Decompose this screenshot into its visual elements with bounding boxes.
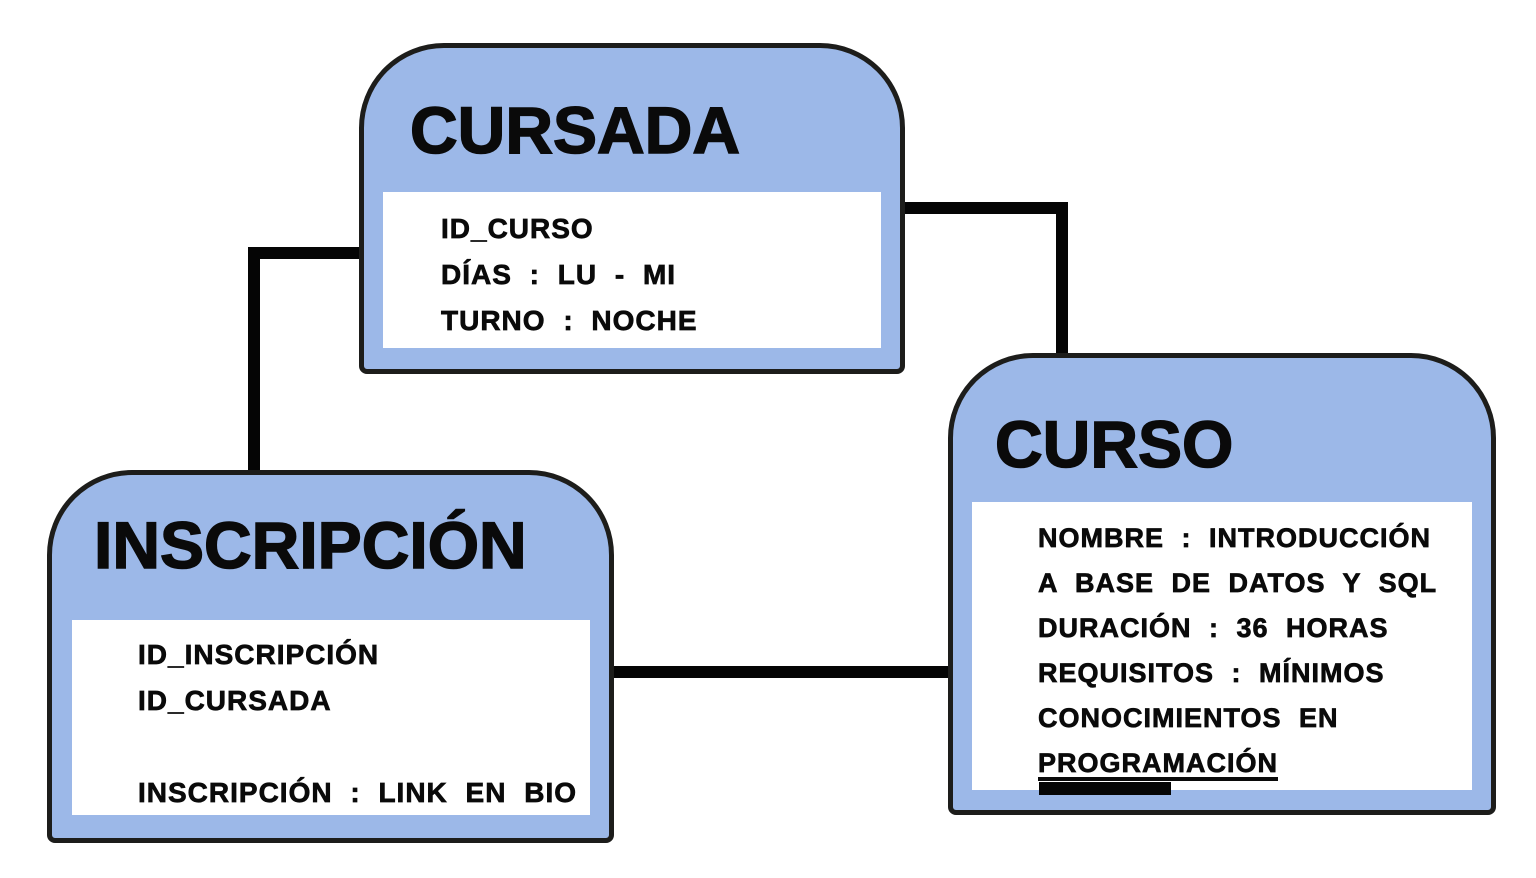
- field-nombre-line2: A BASE DE DATOS Y SQL: [1038, 568, 1438, 599]
- entity-curso-panel: NOMBRE : INTRODUCCIÓN A BASE DE DATOS Y …: [972, 502, 1472, 795]
- entity-cursada-panel: ID_CURSO DÍAS : LU - MI TURNO : NOCHE: [383, 192, 881, 348]
- thick-underline-bar: [1039, 782, 1171, 795]
- field-id-cursada: ID_CURSADA: [138, 685, 332, 717]
- entity-cursada: CURSADA ID_CURSO DÍAS : LU - MI TURNO : …: [359, 43, 905, 374]
- entity-curso-title: CURSO: [994, 406, 1234, 482]
- field-requisitos-line1: REQUISITOS : MÍNIMOS: [1038, 658, 1385, 689]
- entity-curso: CURSO NOMBRE : INTRODUCCIÓN A BASE DE DA…: [948, 353, 1496, 815]
- field-requisitos-line3-underlined: PROGRAMACIÓN: [1038, 748, 1278, 779]
- connector-cursada-inscripcion-horizontal: [248, 247, 364, 259]
- connector-cursada-inscripcion-vertical: [248, 247, 260, 475]
- entity-curso-fields: NOMBRE : INTRODUCCIÓN A BASE DE DATOS Y …: [972, 502, 1472, 795]
- field-id-curso: ID_CURSO: [441, 213, 594, 245]
- field-nombre-line1: NOMBRE : INTRODUCCIÓN: [1038, 523, 1431, 554]
- connector-cursada-curso-horizontal: [898, 202, 1068, 214]
- entity-inscripcion: INSCRIPCIÓN ID_INSCRIPCIÓN ID_CURSADA IN…: [47, 470, 614, 843]
- entity-inscripcion-panel: ID_INSCRIPCIÓN ID_CURSADA INSCRIPCIÓN : …: [72, 620, 590, 815]
- connector-cursada-curso-vertical: [1056, 202, 1068, 358]
- entity-inscripcion-fields: ID_INSCRIPCIÓN ID_CURSADA INSCRIPCIÓN : …: [72, 620, 590, 816]
- connector-inscripcion-curso-horizontal: [610, 666, 952, 678]
- entity-cursada-title: CURSADA: [409, 92, 741, 168]
- field-requisitos-line2: CONOCIMIENTOS EN: [1038, 703, 1339, 734]
- field-id-inscripcion: ID_INSCRIPCIÓN: [138, 639, 380, 671]
- field-duracion: DURACIÓN : 36 HORAS: [1038, 613, 1389, 644]
- entity-inscripcion-title: INSCRIPCIÓN: [93, 507, 527, 583]
- field-inscripcion-link: INSCRIPCIÓN : LINK EN BIO: [138, 777, 578, 809]
- field-spacer: [138, 724, 590, 770]
- entity-cursada-fields: ID_CURSO DÍAS : LU - MI TURNO : NOCHE: [383, 192, 881, 344]
- field-dias: DÍAS : LU - MI: [441, 259, 677, 291]
- field-turno: TURNO : NOCHE: [441, 305, 698, 337]
